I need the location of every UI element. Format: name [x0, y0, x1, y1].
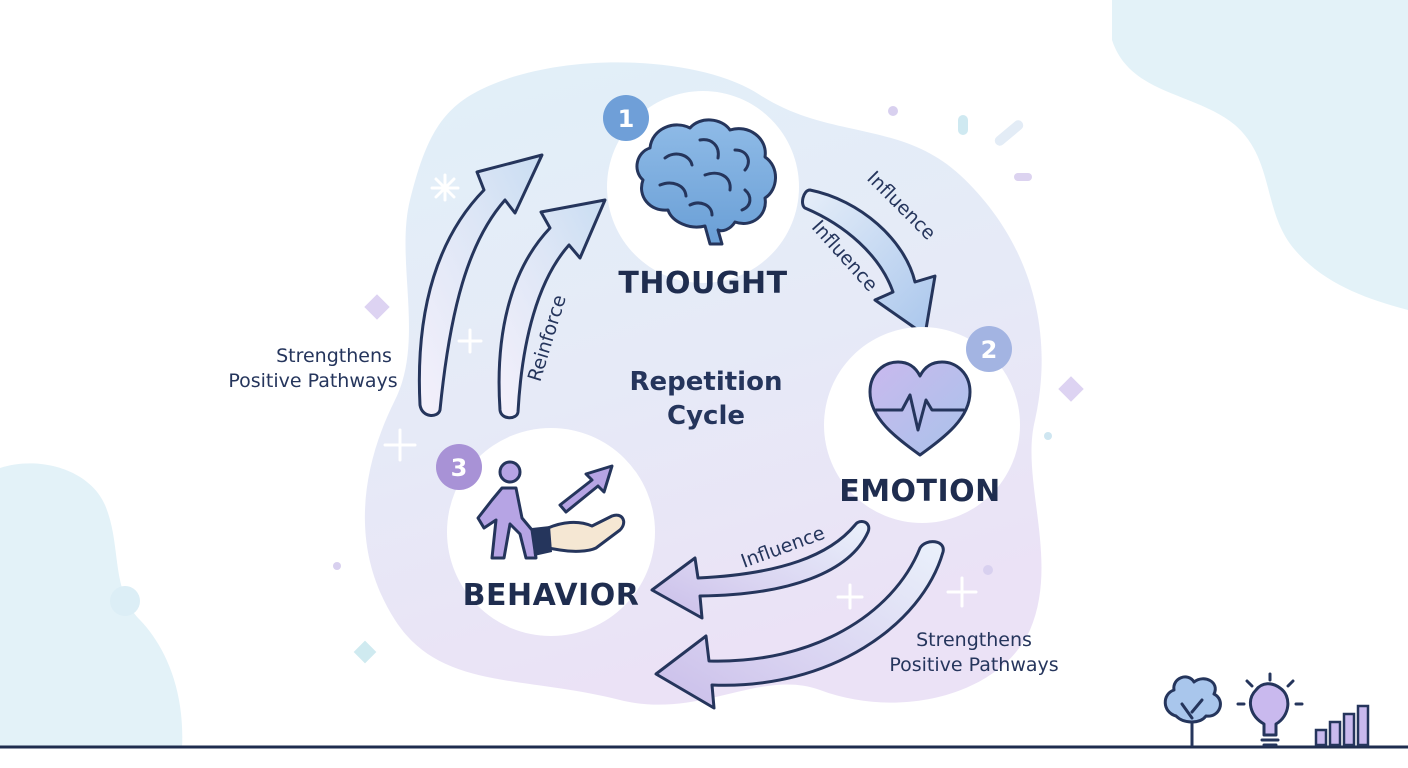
thought-badge-number: 1: [618, 105, 635, 133]
center-label: Repetition Cycle: [630, 367, 783, 431]
emotion-badge: [966, 326, 1012, 372]
bar-chart-icon: [1309, 695, 1375, 747]
emotion-title: EMOTION: [839, 474, 1001, 509]
behavior-title: BEHAVIOR: [463, 578, 640, 613]
center-label-line2: Cycle: [667, 401, 745, 431]
behavior-badge-number: 3: [451, 454, 468, 482]
side-label-left: Strengthens Positive Pathways: [228, 345, 397, 392]
node-thought: 1 THOUGHT: [603, 91, 799, 301]
side-label-bottom-right-line1: Strengthens: [916, 629, 1032, 651]
arrow-emotion-to-behavior-inner: [650, 520, 871, 620]
trend-arrow-icon: [558, 464, 614, 514]
node-behavior: 3 BEHAVIOR: [436, 428, 655, 636]
side-label-left-line2: Positive Pathways: [228, 370, 397, 392]
brain-icon: [635, 118, 777, 246]
arrow-behavior-to-thought-inner: [497, 198, 607, 420]
center-label-line1: Repetition: [630, 367, 783, 397]
thought-title: THOUGHT: [618, 266, 787, 301]
thought-badge: [603, 95, 649, 141]
hand-icon: [532, 513, 626, 556]
heart-pulse-icon: [868, 360, 972, 457]
behavior-badge: [436, 444, 482, 490]
arrow-behavior-to-thought-outer: [417, 153, 544, 417]
arrow-emotion-to-behavior-outer: [654, 540, 945, 710]
side-label-bottom-right-line2: Positive Pathways: [889, 654, 1058, 676]
arrow-thought-to-emotion: [801, 188, 937, 337]
emotion-badge-number: 2: [981, 336, 998, 364]
side-label-left-line1: Strengthens: [276, 345, 392, 367]
walking-person-icon: [476, 460, 538, 560]
node-emotion: 2 EMOTION: [824, 326, 1020, 523]
lightbulb-icon: [1236, 672, 1304, 747]
tree-icon: [1163, 675, 1222, 747]
side-label-bottom-right: Strengthens Positive Pathways: [889, 629, 1058, 676]
